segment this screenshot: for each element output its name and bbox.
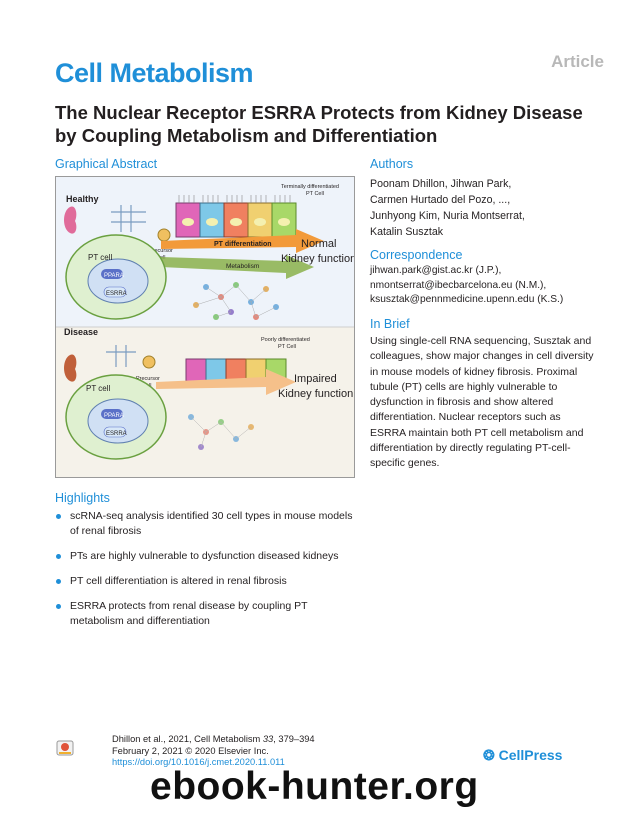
article-type-label: Article xyxy=(551,52,604,71)
metabolism-arrow xyxy=(161,255,314,279)
precursor-cell-healthy-icon xyxy=(157,228,171,242)
authors-line: Junhyong Kim, Nuria Montserrat, xyxy=(370,210,525,222)
terminal-pt-cells-icon xyxy=(175,195,297,238)
svg-text:PT cell: PT cell xyxy=(86,384,111,393)
doi-link[interactable]: https://doi.org/10.1016/j.cmet.2020.11.0… xyxy=(112,757,285,767)
svg-text:PT cell: PT cell xyxy=(88,253,113,262)
graphical-abstract-heading: Graphical Abstract xyxy=(55,157,158,171)
svg-text:ESRRA: ESRRA xyxy=(106,431,127,437)
journal-name: Cell Metabolism xyxy=(55,58,254,88)
highlights-heading: Highlights xyxy=(55,491,110,505)
svg-text:Precursor: Precursor xyxy=(136,376,160,382)
disease-tubule-icon xyxy=(106,345,136,367)
citation-line: Dhillon et al., 2021, Cell Metabolism 33… xyxy=(112,734,315,744)
svg-text:Poorly differentiated: Poorly differentiated xyxy=(261,337,310,343)
svg-text:PT Cell: PT Cell xyxy=(306,191,324,197)
svg-text:Kidney function: Kidney function xyxy=(281,253,354,265)
ppara-icon xyxy=(101,269,123,279)
svg-text:Kidney function: Kidney function xyxy=(278,388,353,400)
highlight-item: scRNA-seq analysis identified 30 cell ty… xyxy=(55,509,360,539)
svg-text:PT Cell: PT Cell xyxy=(278,344,296,350)
metabolism-network-icon xyxy=(193,282,279,320)
correspondence-list: jihwan.park@gist.ac.kr (J.P.), nmontserr… xyxy=(370,264,600,308)
svg-text:Metabolism: Metabolism xyxy=(226,263,259,270)
graphical-abstract-illustration: Healthy Precursor Cell xyxy=(56,177,354,477)
authors-line: Poonam Dhillon, Jihwan Park, xyxy=(370,178,512,190)
precursor-cell-disease-icon xyxy=(142,355,156,369)
correspondence-heading: Correspondence xyxy=(370,248,463,262)
correspondence-email[interactable]: ksusztak@pennmedicine.upenn.edu (K.S.) xyxy=(370,294,564,305)
svg-text:PPARA: PPARA xyxy=(104,273,124,279)
authors-heading: Authors xyxy=(370,157,414,171)
in-brief-text: Using single-cell RNA sequencing, Suszta… xyxy=(370,335,594,470)
highlight-item: PT cell differentiation is altered in re… xyxy=(55,574,360,589)
healthy-label: Healthy xyxy=(66,194,99,204)
esrra-icon xyxy=(103,286,127,298)
healthy-tubule-icon xyxy=(111,205,146,232)
date-line: February 2, 2021 © 2020 Elsevier Inc. xyxy=(112,745,269,756)
watermark: ebook-hunter.org xyxy=(150,765,479,808)
cellpress-logo-icon: ❂ xyxy=(483,747,499,763)
bullet-icon xyxy=(56,604,61,609)
graphical-abstract-figure: Healthy Precursor Cell xyxy=(55,176,355,478)
citation-footer: Dhillon et al., 2021, Cell Metabolism 33… xyxy=(112,734,315,769)
highlights-list: scRNA-seq analysis identified 30 cell ty… xyxy=(55,509,360,639)
svg-text:Precursor: Precursor xyxy=(149,248,173,254)
correspondence-email[interactable]: nmontserrat@ibecbarcelona.eu (N.M.), xyxy=(370,279,547,291)
svg-text:ESRRA: ESRRA xyxy=(106,291,127,297)
highlight-item: ESRRA protects from renal disease by cou… xyxy=(55,599,360,629)
bullet-icon xyxy=(56,514,61,519)
bullet-icon xyxy=(56,579,61,584)
article-title: The Nuclear Receptor ESRRA Protects from… xyxy=(55,102,583,146)
svg-text:Terminally differentiated: Terminally differentiated xyxy=(281,184,339,190)
impaired-label: Impaired xyxy=(294,373,337,385)
bullet-icon xyxy=(56,554,61,559)
svg-text:PT differentiation: PT differentiation xyxy=(214,241,272,248)
in-brief-heading: In Brief xyxy=(370,317,410,331)
disease-network-icon xyxy=(188,414,254,450)
authors-line: Carmen Hurtado del Pozo, ..., xyxy=(370,194,511,206)
normal-label: Normal xyxy=(301,238,336,250)
svg-text:PPARA: PPARA xyxy=(104,413,124,419)
authors-list: Poonam Dhillon, Jihwan Park, Carmen Hurt… xyxy=(370,176,590,240)
impaired-differentiation-arrow xyxy=(156,369,296,395)
cellpress-logo: ❂ CellPress xyxy=(483,747,563,763)
check-for-updates-icon[interactable] xyxy=(56,739,74,757)
correspondence-email[interactable]: jihwan.park@gist.ac.kr (J.P.), xyxy=(370,265,502,276)
healthy-kidney-icon xyxy=(64,206,77,234)
disease-label: Disease xyxy=(64,327,98,337)
authors-line: Katalin Susztak xyxy=(370,226,444,238)
disease-kidney-icon xyxy=(64,354,77,382)
highlight-item: PTs are highly vulnerable to dysfunction… xyxy=(55,549,360,564)
pt-differentiation-arrow xyxy=(161,229,324,253)
